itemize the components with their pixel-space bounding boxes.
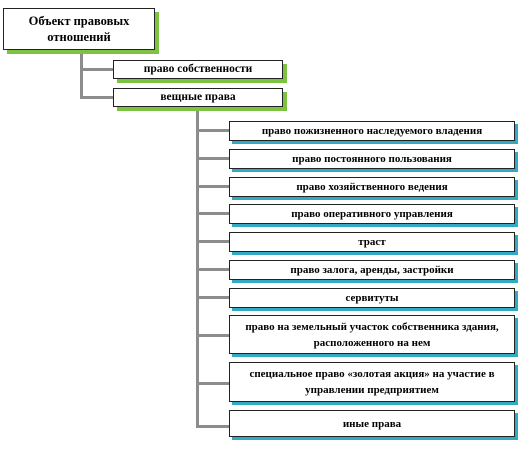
node-economic-management: право хозяйственного ведения bbox=[229, 177, 515, 197]
connector-to-ownership bbox=[80, 68, 113, 71]
connector-real-rights-trunk bbox=[196, 108, 199, 427]
connector-root-trunk bbox=[80, 50, 83, 98]
root-node-label: Объект правовых отношений bbox=[28, 14, 130, 44]
connector-branch-10 bbox=[196, 425, 229, 428]
node-easements: сервитуты bbox=[229, 288, 515, 308]
connector-branch-3 bbox=[196, 185, 229, 188]
node-real-rights: вещные права bbox=[113, 88, 283, 107]
connector-branch-4 bbox=[196, 212, 229, 215]
node-label: право пожизненного наследуемого владения bbox=[261, 125, 483, 137]
node-label: право собственности bbox=[143, 63, 253, 75]
connector-branch-5 bbox=[196, 240, 229, 243]
connector-branch-8 bbox=[196, 334, 229, 337]
node-label: вещные права bbox=[160, 91, 236, 103]
node-lifetime-inherited-possession: право пожизненного наследуемого владения bbox=[229, 121, 515, 141]
node-label: сервитуты bbox=[345, 292, 399, 304]
node-ownership-right: право собственности bbox=[113, 60, 283, 79]
node-land-plot-right: право на земельный участок собственника … bbox=[229, 315, 515, 354]
node-label: право постоянного пользования bbox=[292, 153, 452, 165]
node-trust: траст bbox=[229, 232, 515, 252]
node-label: право залога, аренды, застройки bbox=[290, 264, 454, 276]
connector-branch-9 bbox=[196, 382, 229, 385]
node-operational-management: право оперативного управления bbox=[229, 204, 515, 224]
node-label: право хозяйственного ведения bbox=[296, 181, 448, 193]
node-label: право оперативного управления bbox=[291, 208, 453, 220]
node-label: специальное право «золотая акция» на уча… bbox=[249, 368, 495, 396]
connector-branch-2 bbox=[196, 157, 229, 160]
node-other-rights: иные права bbox=[229, 410, 515, 437]
node-label: иные права bbox=[342, 417, 402, 430]
connector-to-real-rights bbox=[80, 96, 113, 99]
node-label: право на земельный участок собственника … bbox=[245, 320, 499, 349]
root-node: Объект правовых отношений bbox=[3, 8, 155, 50]
node-golden-share: специальное право «золотая акция» на уча… bbox=[229, 362, 515, 402]
node-permanent-use: право постоянного пользования bbox=[229, 149, 515, 169]
connector-branch-1 bbox=[196, 129, 229, 132]
connector-branch-6 bbox=[196, 268, 229, 271]
connector-branch-7 bbox=[196, 296, 229, 299]
node-pledge-lease-building: право залога, аренды, застройки bbox=[229, 260, 515, 280]
node-label: траст bbox=[358, 236, 386, 248]
